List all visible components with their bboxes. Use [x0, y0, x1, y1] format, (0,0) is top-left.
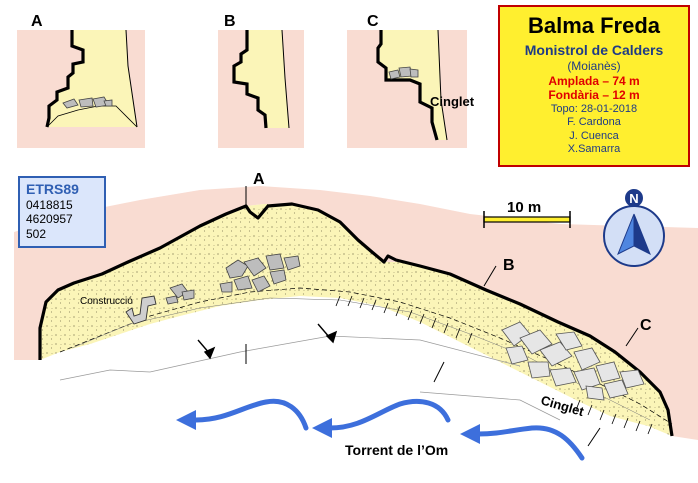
construction-label: Construcció	[80, 296, 133, 307]
cross-section-b: B	[218, 13, 304, 148]
plan-marker-b: B	[503, 257, 515, 274]
stream-arrows	[193, 398, 585, 461]
plan-view: Construcció A B C Cinglet	[14, 171, 698, 447]
north-label: N	[629, 191, 638, 206]
plan-rock-band	[14, 186, 698, 440]
section-a-label: A	[31, 13, 43, 30]
title-box: Balma Freda Monistrol de Calders (Moianè…	[498, 5, 690, 167]
topo-date: Topo: 28-01-2018	[550, 102, 638, 115]
coordinate-x: 0418815	[26, 197, 73, 212]
section-a-rock	[17, 30, 145, 148]
cross-section-c: C Cinglet	[347, 13, 475, 148]
coordinates-box: ETRS89 0418815 4620957 502	[18, 176, 106, 248]
stream-arrowheads	[176, 410, 480, 444]
plan-cliff-hatching	[335, 295, 653, 435]
section-c-cliff-annotation: Cinglet	[430, 94, 475, 109]
section-b-label: B	[224, 13, 236, 30]
plan-slope-arrows	[197, 323, 338, 360]
plan-marker-a: A	[253, 171, 265, 188]
cross-section-a: A	[17, 13, 145, 148]
region: (Moianès)	[567, 58, 621, 73]
scale-bar: 10 m	[483, 199, 571, 228]
plan-section-lines	[245, 186, 639, 447]
author: J. Cuenca	[569, 129, 619, 142]
section-c-label: C	[367, 13, 379, 30]
municipality: Monistrol de Calders	[524, 41, 664, 58]
scale-bar-label: 10 m	[507, 199, 541, 216]
plan-boulders-c	[501, 321, 645, 401]
author: X.Samarra	[567, 143, 621, 155]
section-a-boulders	[62, 96, 113, 109]
author: F. Cardona	[567, 116, 621, 129]
width-measure: Amplada – 74 m	[548, 73, 640, 88]
section-b-cave	[234, 30, 289, 128]
section-c-cave	[378, 30, 447, 140]
stream-label: Torrent de l’Om	[345, 442, 448, 458]
plan-boulders-a	[219, 253, 301, 293]
coordinate-y: 4620957	[26, 212, 73, 227]
section-c-boulders	[388, 66, 419, 80]
cave-name: Balma Freda	[527, 13, 661, 38]
plan-boulders-small	[165, 283, 195, 305]
depth-measure: Fondària – 12 m	[548, 88, 640, 103]
plan-construction: Construcció	[80, 295, 157, 325]
plan-marker-c: C	[640, 317, 652, 334]
north-arrow-icon: N	[603, 189, 665, 267]
coordinate-system: ETRS89	[26, 181, 79, 197]
coordinate-z: 502	[26, 226, 47, 241]
